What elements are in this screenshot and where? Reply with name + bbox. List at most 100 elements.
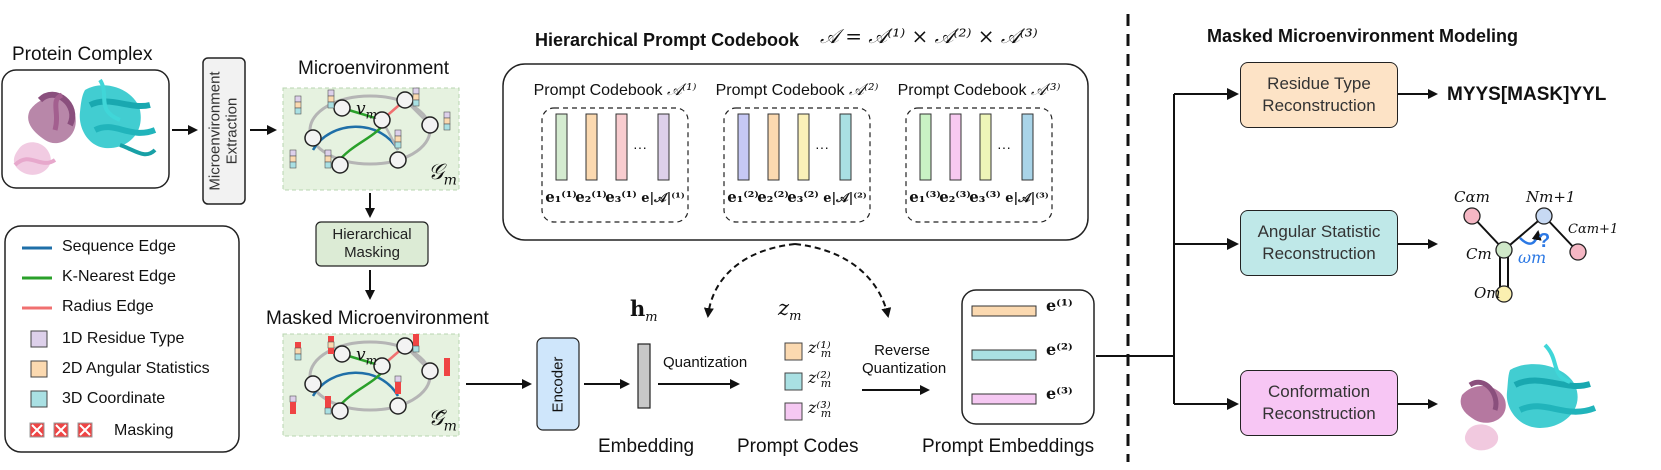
codebook-3-vector-label-4: e|𝒜|⁽³⁾ xyxy=(1005,191,1049,206)
embedding-label: Embedding xyxy=(598,436,695,457)
legend-knearest-edge: K-Nearest Edge xyxy=(62,268,176,285)
codebook-3-vector-2 xyxy=(949,113,962,181)
code-1-label: z⁽¹⁾m xyxy=(808,338,832,361)
extraction-label-wrap: Microenvironment Extraction xyxy=(203,58,245,204)
emb-row-1-label: e⁽¹⁾ xyxy=(1046,296,1073,315)
codebook-1-ellipsis: ··· xyxy=(633,139,647,155)
codebook-2-vector-1 xyxy=(737,113,750,181)
emb-bar-2 xyxy=(971,349,1037,361)
z-m-label: zm xyxy=(778,296,802,325)
codebook-group-2 xyxy=(723,107,871,223)
conformation-image xyxy=(1460,343,1597,451)
masked-microenvironment-graph xyxy=(282,333,460,437)
codebook-3-vector-label-2: e₂⁽³⁾ xyxy=(939,188,971,206)
codebook-3-vector-3 xyxy=(979,113,992,181)
masked-graph-label: 𝒢̃m xyxy=(428,406,457,435)
quantization-label: Quantization xyxy=(663,354,748,371)
codebook-2-vector-label-4: e|𝒜|⁽²⁾ xyxy=(823,191,867,206)
codebook-group-2-title: Prompt Codebook 𝒜⁽²⁾ xyxy=(715,80,879,99)
codebook-3-vector-1 xyxy=(919,113,932,181)
codebook-group-3-title: Prompt Codebook 𝒜⁽³⁾ xyxy=(897,80,1061,99)
codebook-3-vector-label-3: e₃⁽³⁾ xyxy=(969,188,1001,206)
codebook-1-vector-label-2: e₂⁽¹⁾ xyxy=(575,188,607,206)
code-square-2 xyxy=(784,372,803,391)
angle-diagram xyxy=(1463,207,1587,303)
codebook-1-vector-label-3: e₃⁽¹⁾ xyxy=(605,188,637,206)
emb-bar-3 xyxy=(971,393,1037,405)
reverse-quantization-label: Reverse Quantization xyxy=(862,342,947,377)
codebook-formula: 𝒜 = 𝒜⁽¹⁾ × 𝒜⁽²⁾ × 𝒜⁽³⁾ xyxy=(820,24,1038,48)
arrow-codebook-to-quantization xyxy=(703,243,796,318)
legend-sequence-edge: Sequence Edge xyxy=(62,238,176,255)
codebook-1-vector-label-1: e₁⁽¹⁾ xyxy=(545,188,577,206)
microenvironment-graph xyxy=(282,87,460,191)
prompt-codes-label: Prompt Codes xyxy=(737,436,859,457)
codebook-2-vector-4 xyxy=(839,113,852,181)
angle-c-alpha-label: Cαm xyxy=(1454,188,1490,206)
codebook-1-vector-1 xyxy=(555,113,568,181)
encoder-label-wrap: Encoder xyxy=(537,338,579,430)
angle-omega-label: ωm xyxy=(1518,248,1547,267)
codebook-1-vector-3 xyxy=(615,113,628,181)
codebook-2-vector-3 xyxy=(797,113,810,181)
right-title: Masked Microenvironment Modeling xyxy=(1207,26,1519,46)
hier-masking-box xyxy=(315,221,429,267)
angle-o-m-label: Om xyxy=(1474,284,1501,302)
masked-node-vm-label: vm xyxy=(356,345,377,368)
codebook-group-3 xyxy=(905,107,1053,223)
angle-question-mark: ? xyxy=(1538,230,1551,252)
task-connector xyxy=(1096,88,1239,410)
codebook-1-vector-2 xyxy=(585,113,598,181)
codebook-3-vector-4 xyxy=(1021,113,1034,181)
codebook-1-vector-label-4: e|𝒜|⁽¹⁾ xyxy=(641,191,685,206)
emb-row-3-label: e⁽³⁾ xyxy=(1046,384,1073,403)
angular-statistic-task: Angular Statistic Reconstruction xyxy=(1240,210,1398,276)
angle-c-m-label: Cm xyxy=(1466,245,1492,263)
code-3-label: z⁽³⁾m xyxy=(808,398,832,421)
hier-masking-label: Hierarchical Masking xyxy=(332,226,412,261)
codebook-bars: e₁⁽¹⁾e₂⁽¹⁾e₃⁽¹⁾ e|𝒜|⁽¹⁾ ··· e₁⁽²⁾e₂⁽²⁾e₃⁽²⁾… xyxy=(545,113,1049,206)
codebook-2-vector-label-1: e₁⁽²⁾ xyxy=(727,188,759,206)
legend-3d-coordinate: 3D Coordinate xyxy=(62,390,166,407)
extraction-box xyxy=(202,57,246,205)
legend-box xyxy=(4,225,240,453)
masked-title: Masked Microenvironment xyxy=(266,308,489,329)
angle-c-alpha-next-label: Cαm+1 xyxy=(1568,222,1619,237)
emb-row-2-label: e⁽²⁾ xyxy=(1046,340,1073,359)
encoder-box xyxy=(536,337,580,431)
sequence-output: MYYS[MASK]YYL xyxy=(1447,84,1607,105)
arrow-codebook-to-reverse xyxy=(794,243,892,318)
legend-angular-stats: 2D Angular Statistics xyxy=(62,360,210,377)
embedding-vector xyxy=(637,343,651,409)
emb-bar-1 xyxy=(971,305,1037,317)
codebook-group-1 xyxy=(541,107,689,223)
conformation-task: Conformation Reconstruction xyxy=(1240,370,1398,436)
codebook-1-vector-4 xyxy=(657,113,670,181)
residue-type-task: Residue Type Reconstruction xyxy=(1240,62,1398,128)
legend-radius-edge: Radius Edge xyxy=(62,298,154,315)
graph-gm-label: 𝒢m xyxy=(428,160,457,189)
code-2-label: z⁽²⁾m xyxy=(808,368,832,391)
encoder-label: Encoder xyxy=(549,356,567,412)
code-square-1 xyxy=(784,342,803,361)
legend-residue-type: 1D Residue Type xyxy=(62,330,185,347)
code-square-3 xyxy=(784,402,803,421)
codebook-2-vector-2 xyxy=(767,113,780,181)
angle-n-next-label: Nm+1 xyxy=(1526,188,1576,206)
h-m-label: hm xyxy=(630,296,658,326)
codebook-3-vector-label-1: e₁⁽³⁾ xyxy=(909,188,941,206)
codebook-group-1-title: Prompt Codebook 𝒜⁽¹⁾ xyxy=(533,80,697,99)
extraction-label: Microenvironment Extraction xyxy=(207,71,241,191)
protein-complex-label: Protein Complex xyxy=(12,44,153,65)
codebook-2-ellipsis: ··· xyxy=(815,139,829,155)
microenvironment-title: Microenvironment xyxy=(298,58,449,79)
legend-masking: Masking xyxy=(114,422,174,439)
codebook-2-vector-label-3: e₃⁽²⁾ xyxy=(787,188,819,206)
node-vm-label: vm xyxy=(356,99,377,122)
codebook-2-vector-label-2: e₂⁽²⁾ xyxy=(757,188,789,206)
prompt-embeddings-label: Prompt Embeddings xyxy=(922,436,1095,457)
codebook-title: Hierarchical Prompt Codebook xyxy=(535,30,800,50)
codebook-3-ellipsis: ··· xyxy=(997,139,1011,155)
protein-complex-image xyxy=(1,69,170,189)
